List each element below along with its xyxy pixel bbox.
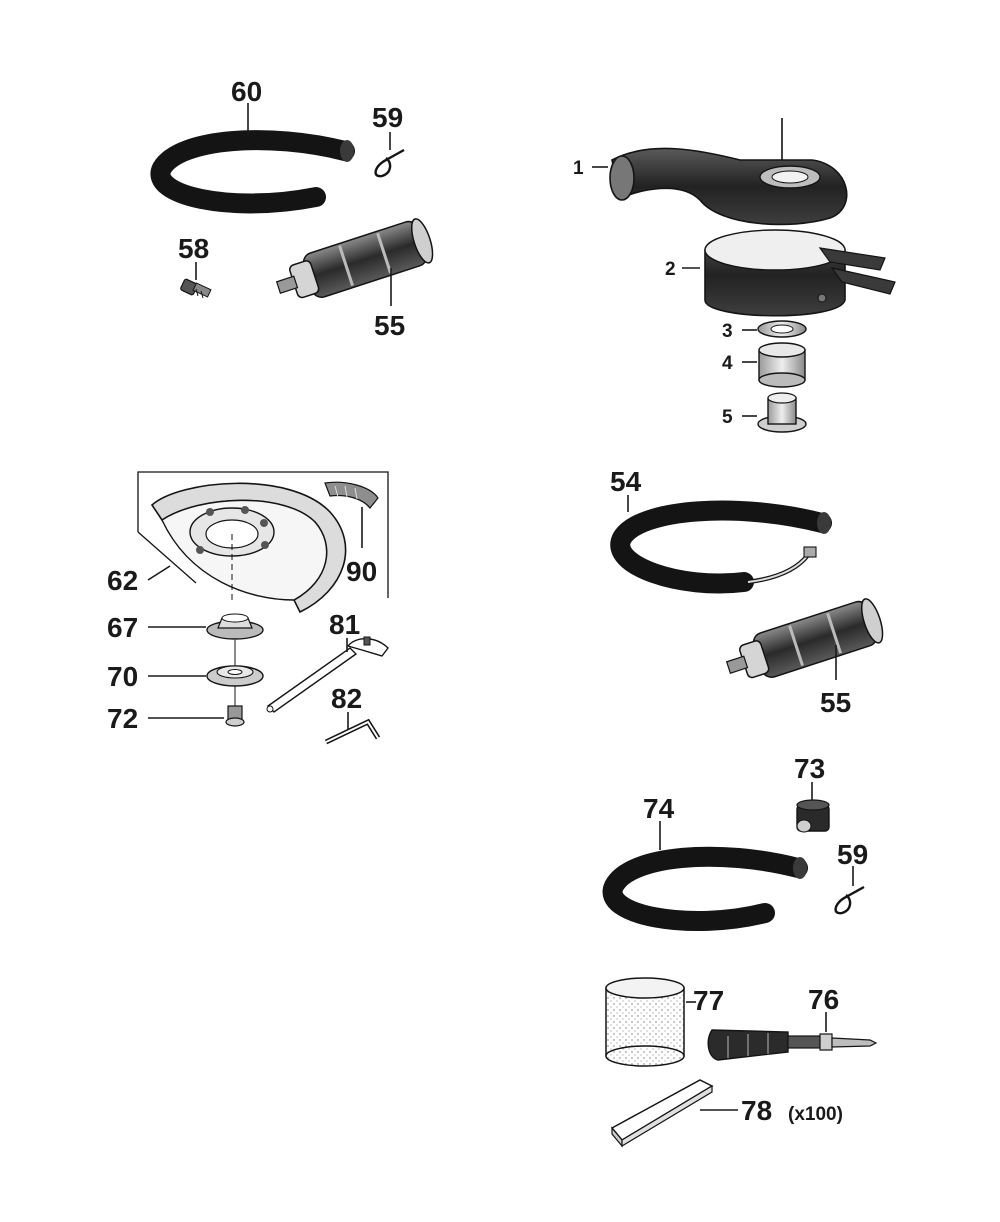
- flange-nut-67: [206, 613, 264, 640]
- part-label-82: 82: [331, 683, 362, 714]
- part-quantity-78: (x100): [788, 1104, 843, 1125]
- side-handle-55-top: [275, 218, 434, 299]
- part-label-54: 54: [610, 466, 642, 497]
- part-label-59-top: 59: [372, 102, 403, 133]
- part-label-4: 4: [722, 353, 733, 374]
- flange-adapter-5: [757, 392, 807, 433]
- part-label-76: 76: [808, 984, 839, 1015]
- part-label-2: 2: [665, 259, 676, 280]
- part-label-55-mid: 55: [820, 687, 851, 718]
- cable-tie-59-top: [374, 148, 405, 178]
- hose-with-cable-54: [610, 500, 832, 594]
- wheel-guard-62: [137, 471, 389, 614]
- part-label-70: 70: [107, 661, 138, 692]
- flange-70: [206, 665, 264, 687]
- hose-ring-74: [602, 846, 808, 931]
- bushing-4: [758, 342, 806, 388]
- part-label-72: 72: [107, 703, 138, 734]
- dust-shroud-1: [609, 118, 848, 226]
- part-label-3: 3: [722, 321, 733, 342]
- part-label-78: 78: [741, 1095, 772, 1126]
- container-77: [605, 977, 685, 1067]
- leader-62: [147, 565, 171, 581]
- part-label-1: 1: [573, 158, 584, 179]
- screw-58: [180, 278, 212, 299]
- cable-tie-59-bottom: [834, 885, 865, 915]
- part-label-81: 81: [329, 609, 360, 640]
- part-label-59-bottom: 59: [837, 839, 868, 870]
- side-handle-55-mid: [725, 598, 884, 679]
- part-label-73: 73: [794, 753, 825, 784]
- bolt-72: [225, 705, 245, 727]
- part-label-74: 74: [643, 793, 675, 824]
- spanner-wrench-81: [266, 636, 389, 713]
- part-label-90: 90: [346, 556, 377, 587]
- warning-label-90: [324, 481, 379, 509]
- washer-3: [757, 320, 807, 338]
- part-label-5: 5: [722, 407, 733, 428]
- wedge-strip-78: [610, 1079, 714, 1148]
- part-label-55-top: 55: [374, 310, 405, 341]
- screwdriver-76: [707, 1029, 878, 1061]
- hex-key-82: [324, 718, 381, 745]
- connector-73: [796, 799, 830, 833]
- part-label-60: 60: [231, 76, 262, 107]
- part-label-67: 67: [107, 612, 138, 643]
- shroud-ring-2: [704, 229, 896, 317]
- part-label-62: 62: [107, 565, 138, 596]
- part-label-77: 77: [693, 985, 724, 1016]
- hose-ring-60: [150, 130, 355, 214]
- part-label-58: 58: [178, 233, 209, 264]
